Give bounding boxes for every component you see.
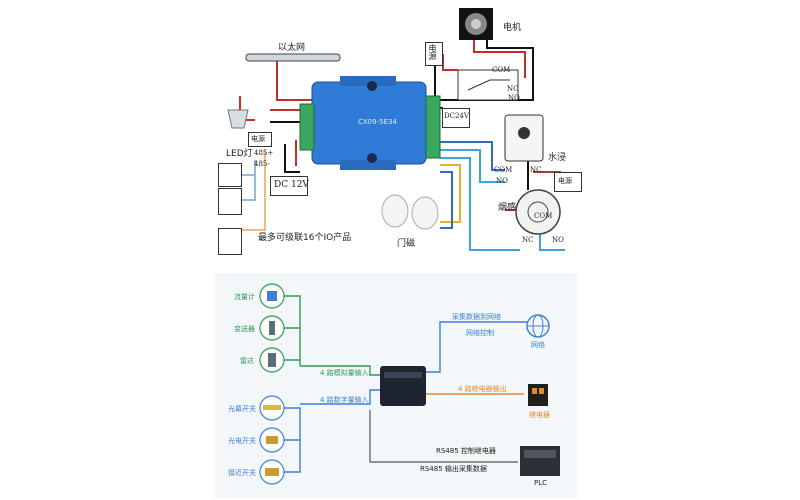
network-label: 网络 <box>531 341 545 349</box>
dc24-box <box>442 108 470 128</box>
transmitter-label: 变送器 <box>234 325 255 333</box>
upload-label: 采集数据到网络 <box>452 313 501 321</box>
lightcurtain-label: 光幕开关 <box>228 405 256 413</box>
dc24-label: DC24V <box>444 112 469 120</box>
relay-nc-label: NC <box>507 85 519 93</box>
plc-label: PLC <box>534 479 548 487</box>
door-sensor-icon <box>381 194 409 228</box>
photoelectric-label: 光电开关 <box>228 437 256 445</box>
dc12-box <box>270 176 308 196</box>
motor-power-label: 电源 <box>428 44 437 60</box>
smoke-no-label: NO <box>552 236 564 244</box>
left-power-box <box>248 132 272 147</box>
flowmeter-label: 流量计 <box>234 293 255 301</box>
smoke-label: 烟感 <box>498 203 517 213</box>
left-terminal-block <box>299 103 315 151</box>
relay-no-label: NO <box>508 94 520 102</box>
cascade-box-2 <box>218 188 242 215</box>
smoke-nc-label: NC <box>522 236 534 244</box>
right-terminal-block <box>425 95 441 159</box>
relay-label: 继电器 <box>529 411 550 419</box>
water-no-label: NO <box>496 177 508 185</box>
relay-box <box>457 69 519 101</box>
device-model-label: CX09-5E34 <box>358 118 397 126</box>
net-ctrl-label: 网络控制 <box>466 329 494 337</box>
door-label: 门磁 <box>397 239 416 249</box>
cascade-box-1 <box>218 163 242 187</box>
rs485-minus-label: 485- <box>254 160 270 168</box>
wiring-diagram-top <box>227 8 580 251</box>
network-line <box>426 321 528 373</box>
analog-input-lines <box>284 295 380 376</box>
motor-label: 电机 <box>503 23 522 33</box>
left-power-label: 电源 <box>251 135 265 143</box>
ethernet-cable <box>276 61 315 101</box>
water-com-label: COM <box>494 166 513 174</box>
smoke-detector-icon <box>515 189 561 235</box>
digital-input-lines <box>284 389 380 473</box>
motor-power-box <box>425 42 443 66</box>
right-power-label: 电源 <box>558 177 572 185</box>
dc12-label: DC 12V <box>274 180 309 190</box>
ethernet-label: 以太网 <box>278 43 306 53</box>
rs485-ctrl-label: RS485 控制继电器 <box>436 447 496 455</box>
proximity-label: 接近开关 <box>228 469 256 477</box>
motor-red-wire <box>473 40 526 78</box>
plc-line <box>369 410 518 463</box>
digital-input-label: 4 路数字量输入 <box>320 396 369 404</box>
led-label: LED灯 <box>226 149 253 159</box>
analog-input-label: 4 路模拟量输入 <box>320 369 369 377</box>
right-power-box <box>554 172 582 192</box>
led-lamp-icon <box>227 109 249 129</box>
water-nc-label: NC <box>530 166 542 174</box>
rs485-read-label: RS485 输出采集数据 <box>420 465 487 473</box>
relay-com-label: COM <box>492 66 511 74</box>
smoke-com-label: COM <box>534 212 553 220</box>
cascade-label: 最多可级联16个IO产品 <box>258 233 352 243</box>
radar-label: 雷达 <box>240 357 254 365</box>
ethernet-bar <box>245 53 341 62</box>
water-label: 水浸 <box>548 153 567 163</box>
rs485-plus-label: 485+ <box>254 149 274 157</box>
cascade-box-3 <box>218 228 242 255</box>
relay-icon <box>528 384 548 406</box>
relay-out-label: 4 路继电器输出 <box>458 385 507 393</box>
